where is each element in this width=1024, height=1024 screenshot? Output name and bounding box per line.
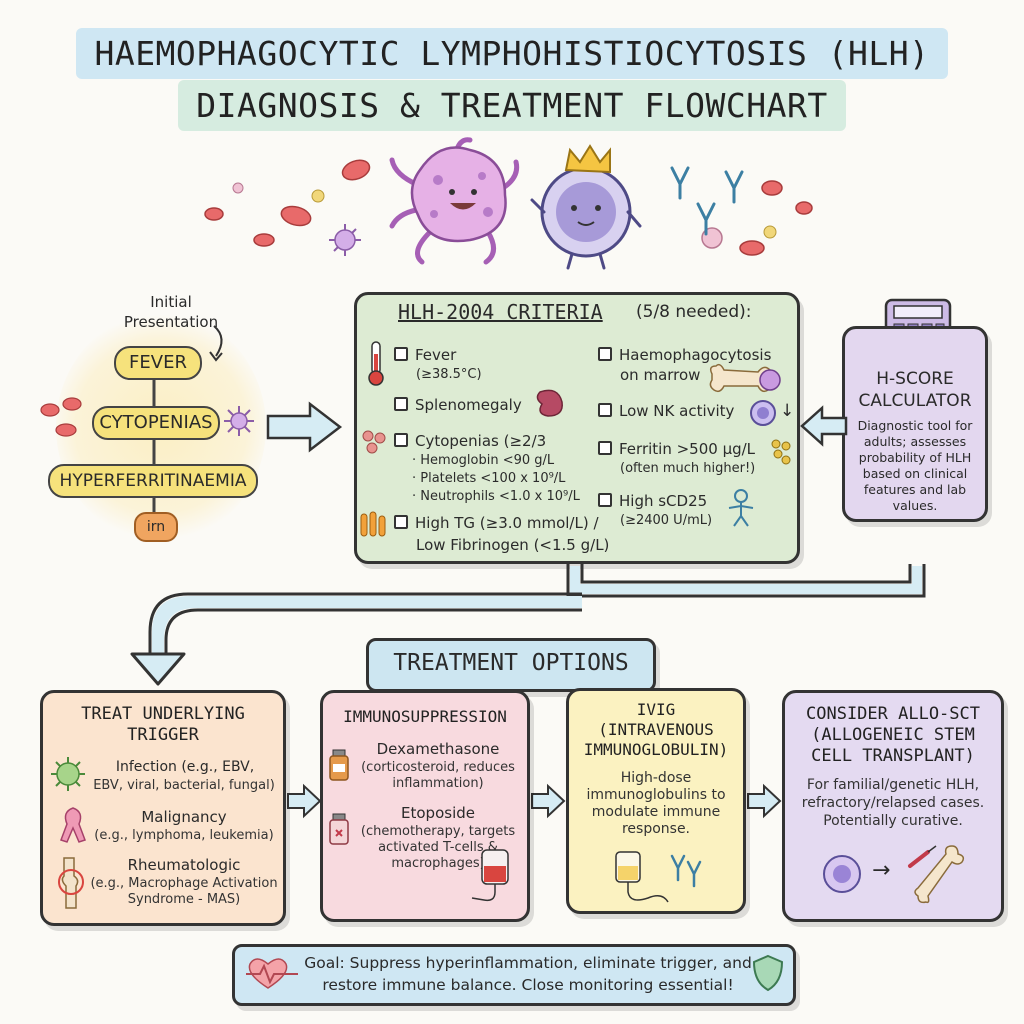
infection-sub: EBV, viral, bacterial, fungal)	[93, 778, 275, 793]
criterion-haemophagocytosis-sub: on marrow	[620, 366, 701, 384]
rheumatologic-sub1: (e.g., Macrophage Activation	[90, 876, 278, 891]
initial-presentation-label: Initial Presentation	[123, 293, 219, 331]
criteria-title: HLH-2004 CRITERIA	[398, 300, 603, 324]
treatment-options-title: TREATMENT OPTIONS	[393, 650, 629, 676]
person-icon	[728, 489, 754, 527]
goal-text: Goal: Suppress hyperinflammation, elimin…	[304, 954, 752, 994]
blood-cells-icon	[40, 397, 82, 437]
stem-cell-icon	[823, 855, 861, 893]
haemophagocytosis-checkbox	[598, 347, 612, 361]
allo-sct-box	[782, 690, 1004, 922]
cancer-ribbon-icon	[60, 807, 86, 843]
dexamethasone-sub1: (corticosteroid, reduces	[361, 760, 515, 775]
arrow-treat-1-2	[287, 783, 322, 819]
flow-connector	[130, 564, 926, 686]
cyto-hemoglobin: · Hemoglobin <90 g/L	[412, 453, 555, 468]
ferritin-icon	[771, 439, 791, 465]
nk-down-arrow: ↓	[780, 401, 795, 421]
initial-item-fever: FEVER	[114, 346, 202, 380]
virus-icon-large	[51, 757, 85, 791]
nk-cell-icon	[750, 400, 776, 426]
medicine-bottle-icon	[329, 749, 349, 781]
infection-label: Infection (e.g., EBV,	[115, 759, 255, 775]
arrow-treat-3-4	[747, 783, 782, 819]
cytopenias-checkbox	[394, 433, 408, 447]
criterion-fibrinogen: Low Fibrinogen (<1.5 g/L)	[416, 536, 610, 554]
rheumatologic-sub2: Syndrome - MAS)	[127, 892, 241, 907]
iv-drip-icon	[615, 851, 702, 903]
malignancy-label: Malignancy	[141, 808, 227, 826]
goal-box	[232, 944, 796, 1006]
criterion-scd25-sub: (≥2400 U/mL)	[620, 513, 713, 528]
initial-curl-arrow	[209, 325, 223, 362]
title-line-1: HAEMOPHAGOCYTIC LYMPHOHISTIOCYTOSIS (HLH…	[0, 28, 1024, 79]
hlh-criteria-box	[354, 292, 800, 564]
criterion-ferritin-sub: (often much higher!)	[620, 461, 756, 476]
chemo-vial-icon	[329, 813, 349, 845]
immunosuppression-title: IMMUNOSUPPRESSION	[343, 707, 507, 726]
shield-icon	[752, 954, 784, 992]
thermometer-icon	[368, 341, 384, 386]
criterion-ferritin: Ferritin >500 μg/L	[598, 440, 755, 458]
etoposide-label: Etoposide	[401, 804, 475, 822]
etoposide-sub2: activated T-cells &	[378, 840, 498, 855]
ferritin-checkbox	[598, 441, 612, 455]
initial-item-cytopenias: CYTOPENIAS	[92, 406, 220, 440]
arrow-initial-to-criteria	[266, 401, 343, 453]
lipid-icon	[360, 511, 386, 537]
cyto-neutrophils: · Neutrophils <1.0 x 10⁹/L	[412, 489, 580, 504]
malignancy-sub: (e.g., lymphoma, leukemia)	[94, 828, 274, 843]
criterion-haemophagocytosis: Haemophagocytosis	[598, 346, 771, 364]
criteria-needed: (5/8 needed):	[636, 302, 752, 322]
nk-checkbox	[598, 403, 612, 417]
scd25-checkbox	[598, 493, 612, 507]
fever-checkbox	[394, 347, 408, 361]
etoposide-sub3: macrophages)	[391, 856, 485, 871]
criterion-cytopenias: Cytopenias (≥2/3	[394, 432, 546, 450]
bone-marrow-icon	[709, 363, 781, 393]
cyto-platelets: · Platelets <100 x 10⁹/L	[412, 471, 566, 486]
dexamethasone-sub2: inflammation)	[392, 776, 484, 791]
cell-illustration	[204, 137, 813, 270]
ivig-box	[566, 688, 746, 914]
cells-icon	[362, 430, 386, 454]
iron-icon: irn	[134, 512, 178, 542]
arrow-hscore-to-criteria	[800, 405, 848, 447]
rheumatologic-label: Rheumatologic	[127, 856, 241, 874]
splenomegaly-checkbox	[394, 397, 408, 411]
criterion-nk: Low NK activity	[598, 402, 734, 420]
heart-pulse-icon	[246, 958, 298, 989]
title-line-2: DIAGNOSIS & TREATMENT FLOWCHART	[0, 80, 1024, 131]
dexamethasone-label: Dexamethasone	[376, 740, 500, 758]
etoposide-sub1: (chemotherapy, targets	[360, 824, 516, 839]
arrow-treat-2-3	[531, 783, 566, 819]
tg-checkbox	[394, 515, 408, 529]
virus-icon	[224, 406, 254, 436]
criterion-tg: High TG (≥3.0 mmol/L) /	[394, 514, 599, 532]
joint-icon	[58, 857, 84, 909]
criterion-fever-sub: (≥38.5°C)	[416, 367, 482, 382]
criterion-scd25: High sCD25	[598, 492, 707, 510]
allo-sct-description: For familial/genetic HLH,refractory/rela…	[801, 777, 985, 829]
initial-item-hyperferritinaemia: HYPERFERRITINAEMIA	[48, 464, 258, 498]
bone-syringe-icon	[908, 845, 965, 904]
iv-bag-icon	[471, 849, 509, 902]
spleen-icon	[536, 389, 563, 417]
initial-connector	[152, 376, 156, 536]
criterion-fever: Fever	[394, 346, 456, 364]
allo-sct-arrow: →	[872, 858, 891, 883]
criterion-splenomegaly: Splenomegaly	[394, 396, 522, 414]
